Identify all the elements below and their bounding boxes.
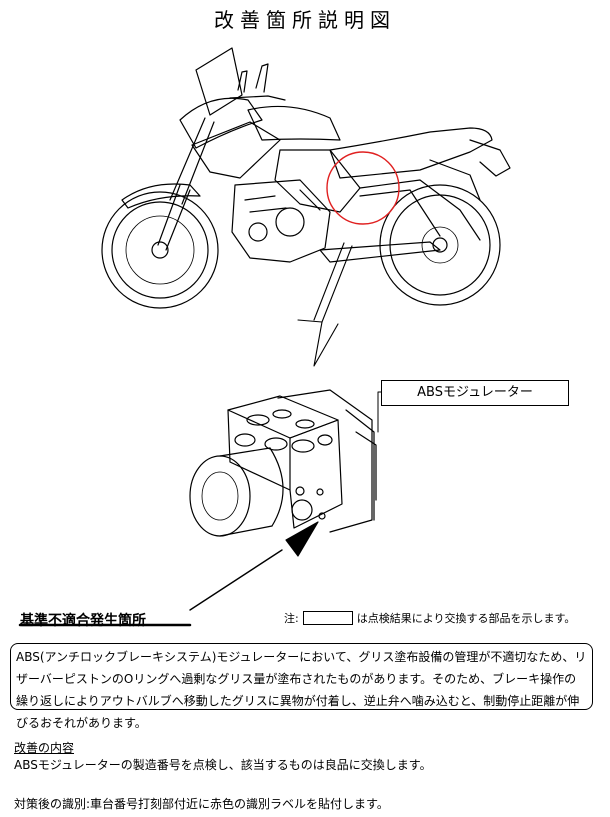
note-prefix: 注: (284, 612, 299, 625)
defect-arrow (189, 521, 319, 611)
note: 注: は点検結果により交換する部品を示します。 (284, 610, 575, 626)
abs-modulator-label: ABSモジュレーター (381, 380, 569, 406)
note-legend-box (302, 611, 353, 625)
improvement-heading: 改善の内容 (14, 741, 75, 755)
page-title: 改善箇所説明図 (214, 8, 396, 32)
after-identification-text: 対策後の識別:車台番号打刻部付近に赤色の識別ラベルを貼付します。 (14, 797, 389, 811)
motorcycle-icon (101, 47, 511, 309)
abs-modulator-icon (189, 389, 377, 537)
defect-location-label: 基準不適合発生箇所 (20, 613, 146, 629)
pointer-arrow (297, 242, 353, 367)
highlight-circle (326, 151, 400, 225)
abs-label-leader (377, 391, 382, 433)
improvement-text: ABSモジュレーターの製造番号を点検し、該当するものは良品に交換します。 (14, 758, 432, 772)
illustration (18, 47, 511, 627)
note-text: は点検結果により交換する部品を示します。 (356, 612, 576, 625)
description-text: ABS(アンチロックブレーキシステム)モジュレーターにおいて、グリス塗布設備の管… (16, 650, 587, 730)
description-box: ABS(アンチロックブレーキシステム)モジュレーターにおいて、グリス塗布設備の管… (10, 643, 593, 730)
